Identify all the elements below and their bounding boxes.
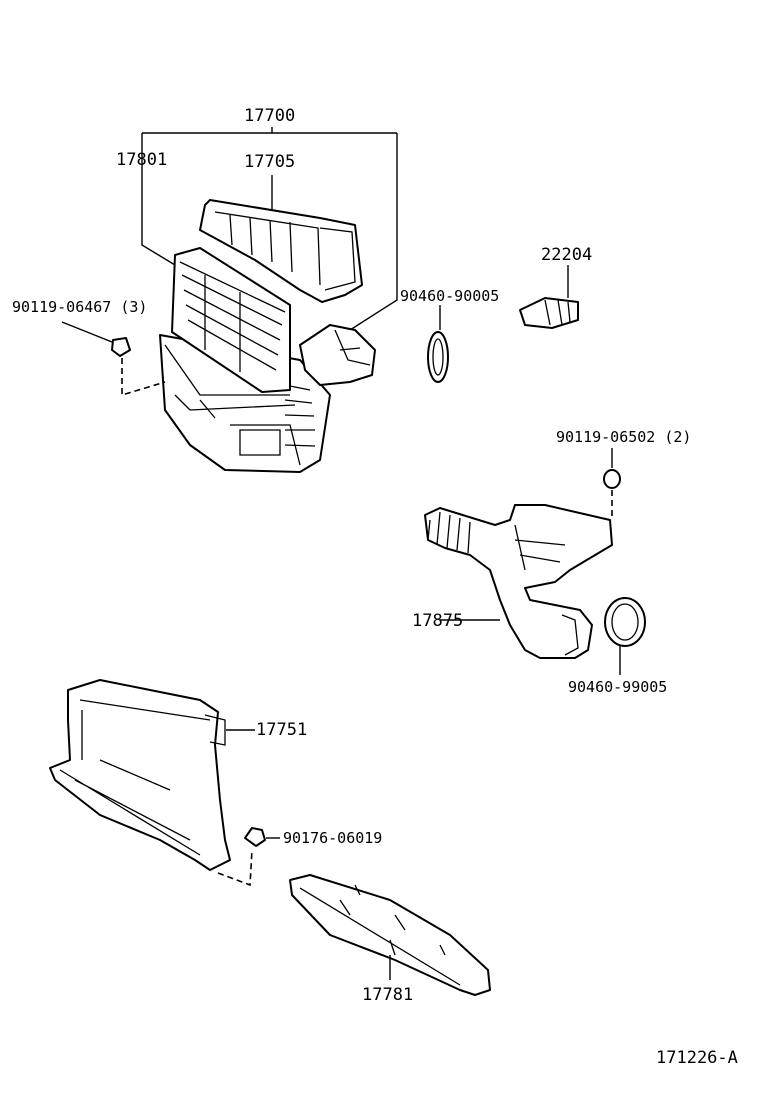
label-17705: 17705 (244, 152, 296, 172)
air-cleaner-cap (199, 199, 363, 303)
case-outlet-duct (299, 324, 376, 386)
airflow-sensor-22204 (519, 265, 579, 329)
bolt-90119-06502 (603, 448, 621, 520)
label-90460-90005: 90460-90005 (400, 287, 500, 305)
label-90176-06019: 90176-06019 (283, 829, 383, 847)
intake-hose-17875 (424, 504, 613, 659)
bolt-90119-06467 (61, 321, 166, 397)
label-17801: 17801 (116, 150, 168, 170)
duct-17781 (289, 874, 491, 996)
label-90460-99005: 90460-99005 (568, 678, 668, 696)
label-17875: 17875 (412, 611, 464, 631)
label-17700: 17700 (244, 106, 296, 126)
label-22204: 22204 (541, 245, 593, 265)
label-90119-06502: 90119-06502 (2) (556, 428, 692, 446)
air-filter-element (171, 247, 291, 393)
reference-code: 171226-A (656, 1048, 738, 1068)
label-17751: 17751 (256, 720, 308, 740)
clamp-90460-99005 (604, 597, 646, 675)
clip-90176-06019 (244, 827, 280, 847)
air-duct-17751 (49, 679, 255, 887)
clamp-90460-90005 (427, 305, 449, 383)
label-17781: 17781 (362, 985, 414, 1005)
label-90119-06467: 90119-06467 (3) (12, 298, 148, 316)
